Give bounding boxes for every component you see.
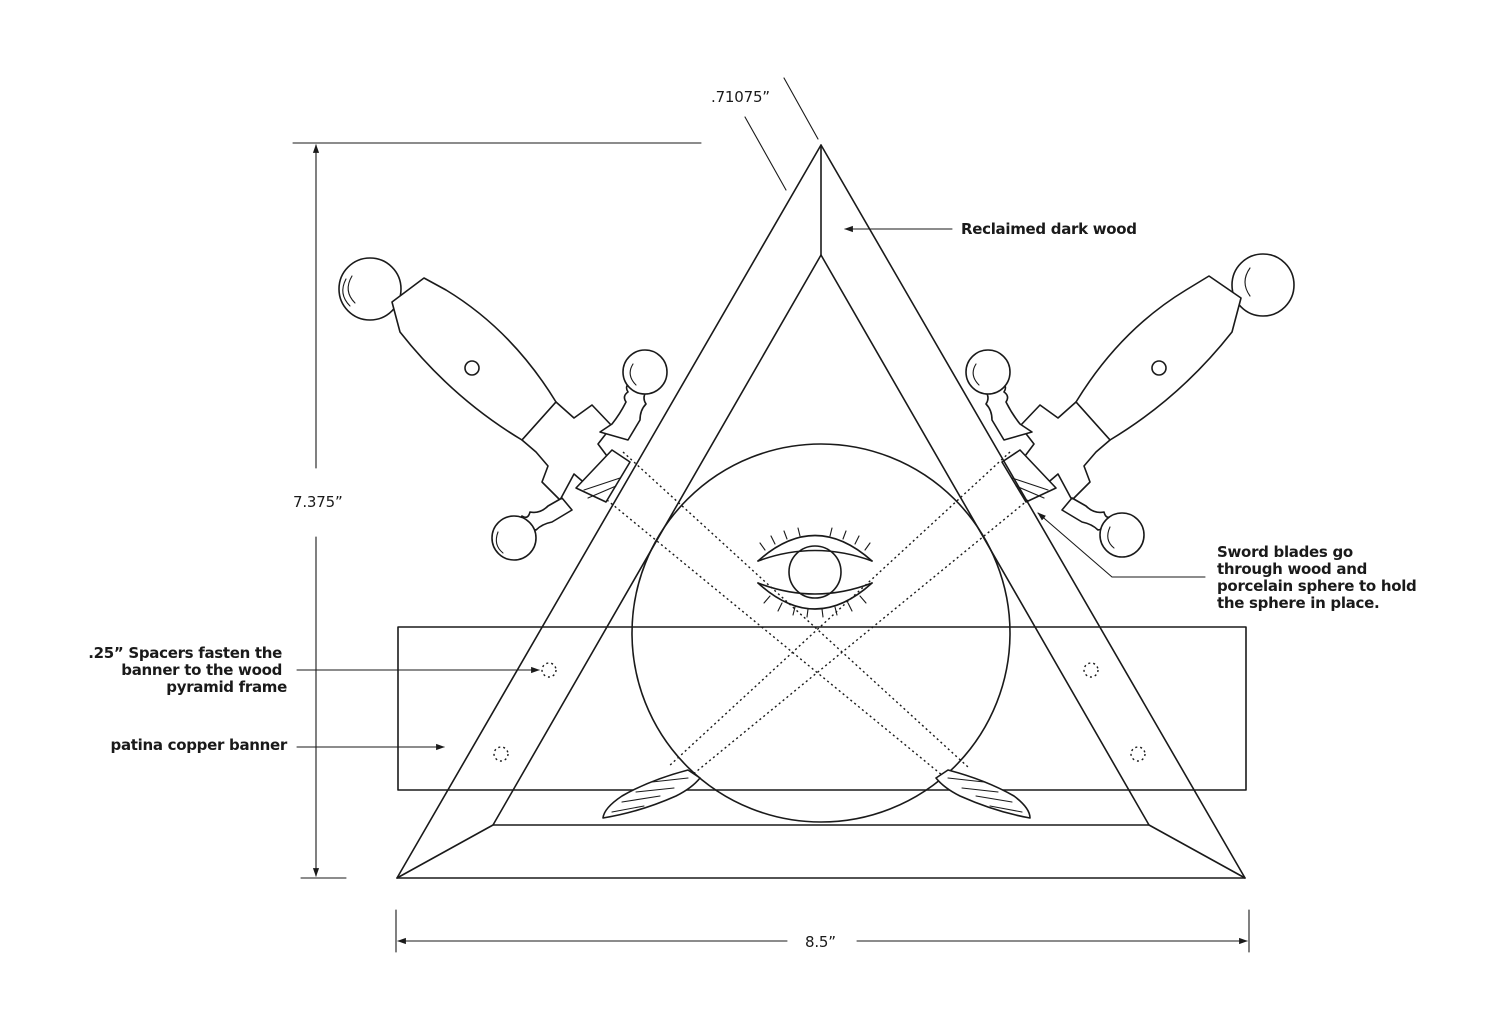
pyramid-frame (396, 144, 1246, 879)
callout-blades: Sword blades go through wood and porcela… (1037, 512, 1421, 612)
spacer-top-right (1083, 662, 1099, 678)
right-sword-pommel (1231, 253, 1295, 317)
right-sword (965, 253, 1295, 558)
callout-banner: patina copper banner (111, 736, 445, 754)
pyramid-inner (492, 254, 1150, 826)
right-sword-quillon-ball-bottom (1099, 512, 1145, 558)
dimension-height-label: 7.375” (293, 493, 343, 511)
dimension-width-label: 8.5” (805, 933, 836, 951)
spacer-bottom-right (1130, 746, 1146, 762)
left-sword-quillon-ball-bottom (491, 515, 537, 561)
right-sword-grip (1075, 275, 1242, 441)
left-sword-pommel (338, 257, 402, 321)
copper-banner (397, 626, 1247, 791)
porcelain-sphere (631, 443, 1011, 823)
pyramid-outer (396, 144, 1246, 879)
left-sword-grip-rivet (464, 360, 480, 376)
dimension-top-thickness: .71075” (711, 77, 819, 191)
left-sword-grip (391, 277, 557, 441)
callout-wood: Reclaimed dark wood (844, 220, 1137, 238)
spacer-top-left (541, 662, 557, 678)
callout-blades-label: Sword blades go through wood and porcela… (1217, 543, 1421, 612)
callout-banner-label: patina copper banner (111, 736, 288, 754)
callout-spacers-label: .25” Spacers fasten the banner to the wo… (88, 644, 287, 696)
spacer-bottom-left (493, 746, 509, 762)
left-blade-tip (602, 769, 701, 819)
dimension-top-thickness-label: .71075” (711, 88, 770, 106)
dimension-height: 7.375” (292, 142, 702, 879)
right-sword-grip-rivet (1151, 360, 1167, 376)
callout-wood-label: Reclaimed dark wood (961, 220, 1137, 238)
dimension-width: 8.5” (395, 909, 1250, 953)
left-sword (338, 257, 668, 561)
right-blade-tip (935, 769, 1031, 819)
callout-spacers: .25” Spacers fasten the banner to the wo… (88, 644, 540, 696)
eye-icon (757, 527, 873, 618)
hidden-blades (606, 451, 1029, 781)
